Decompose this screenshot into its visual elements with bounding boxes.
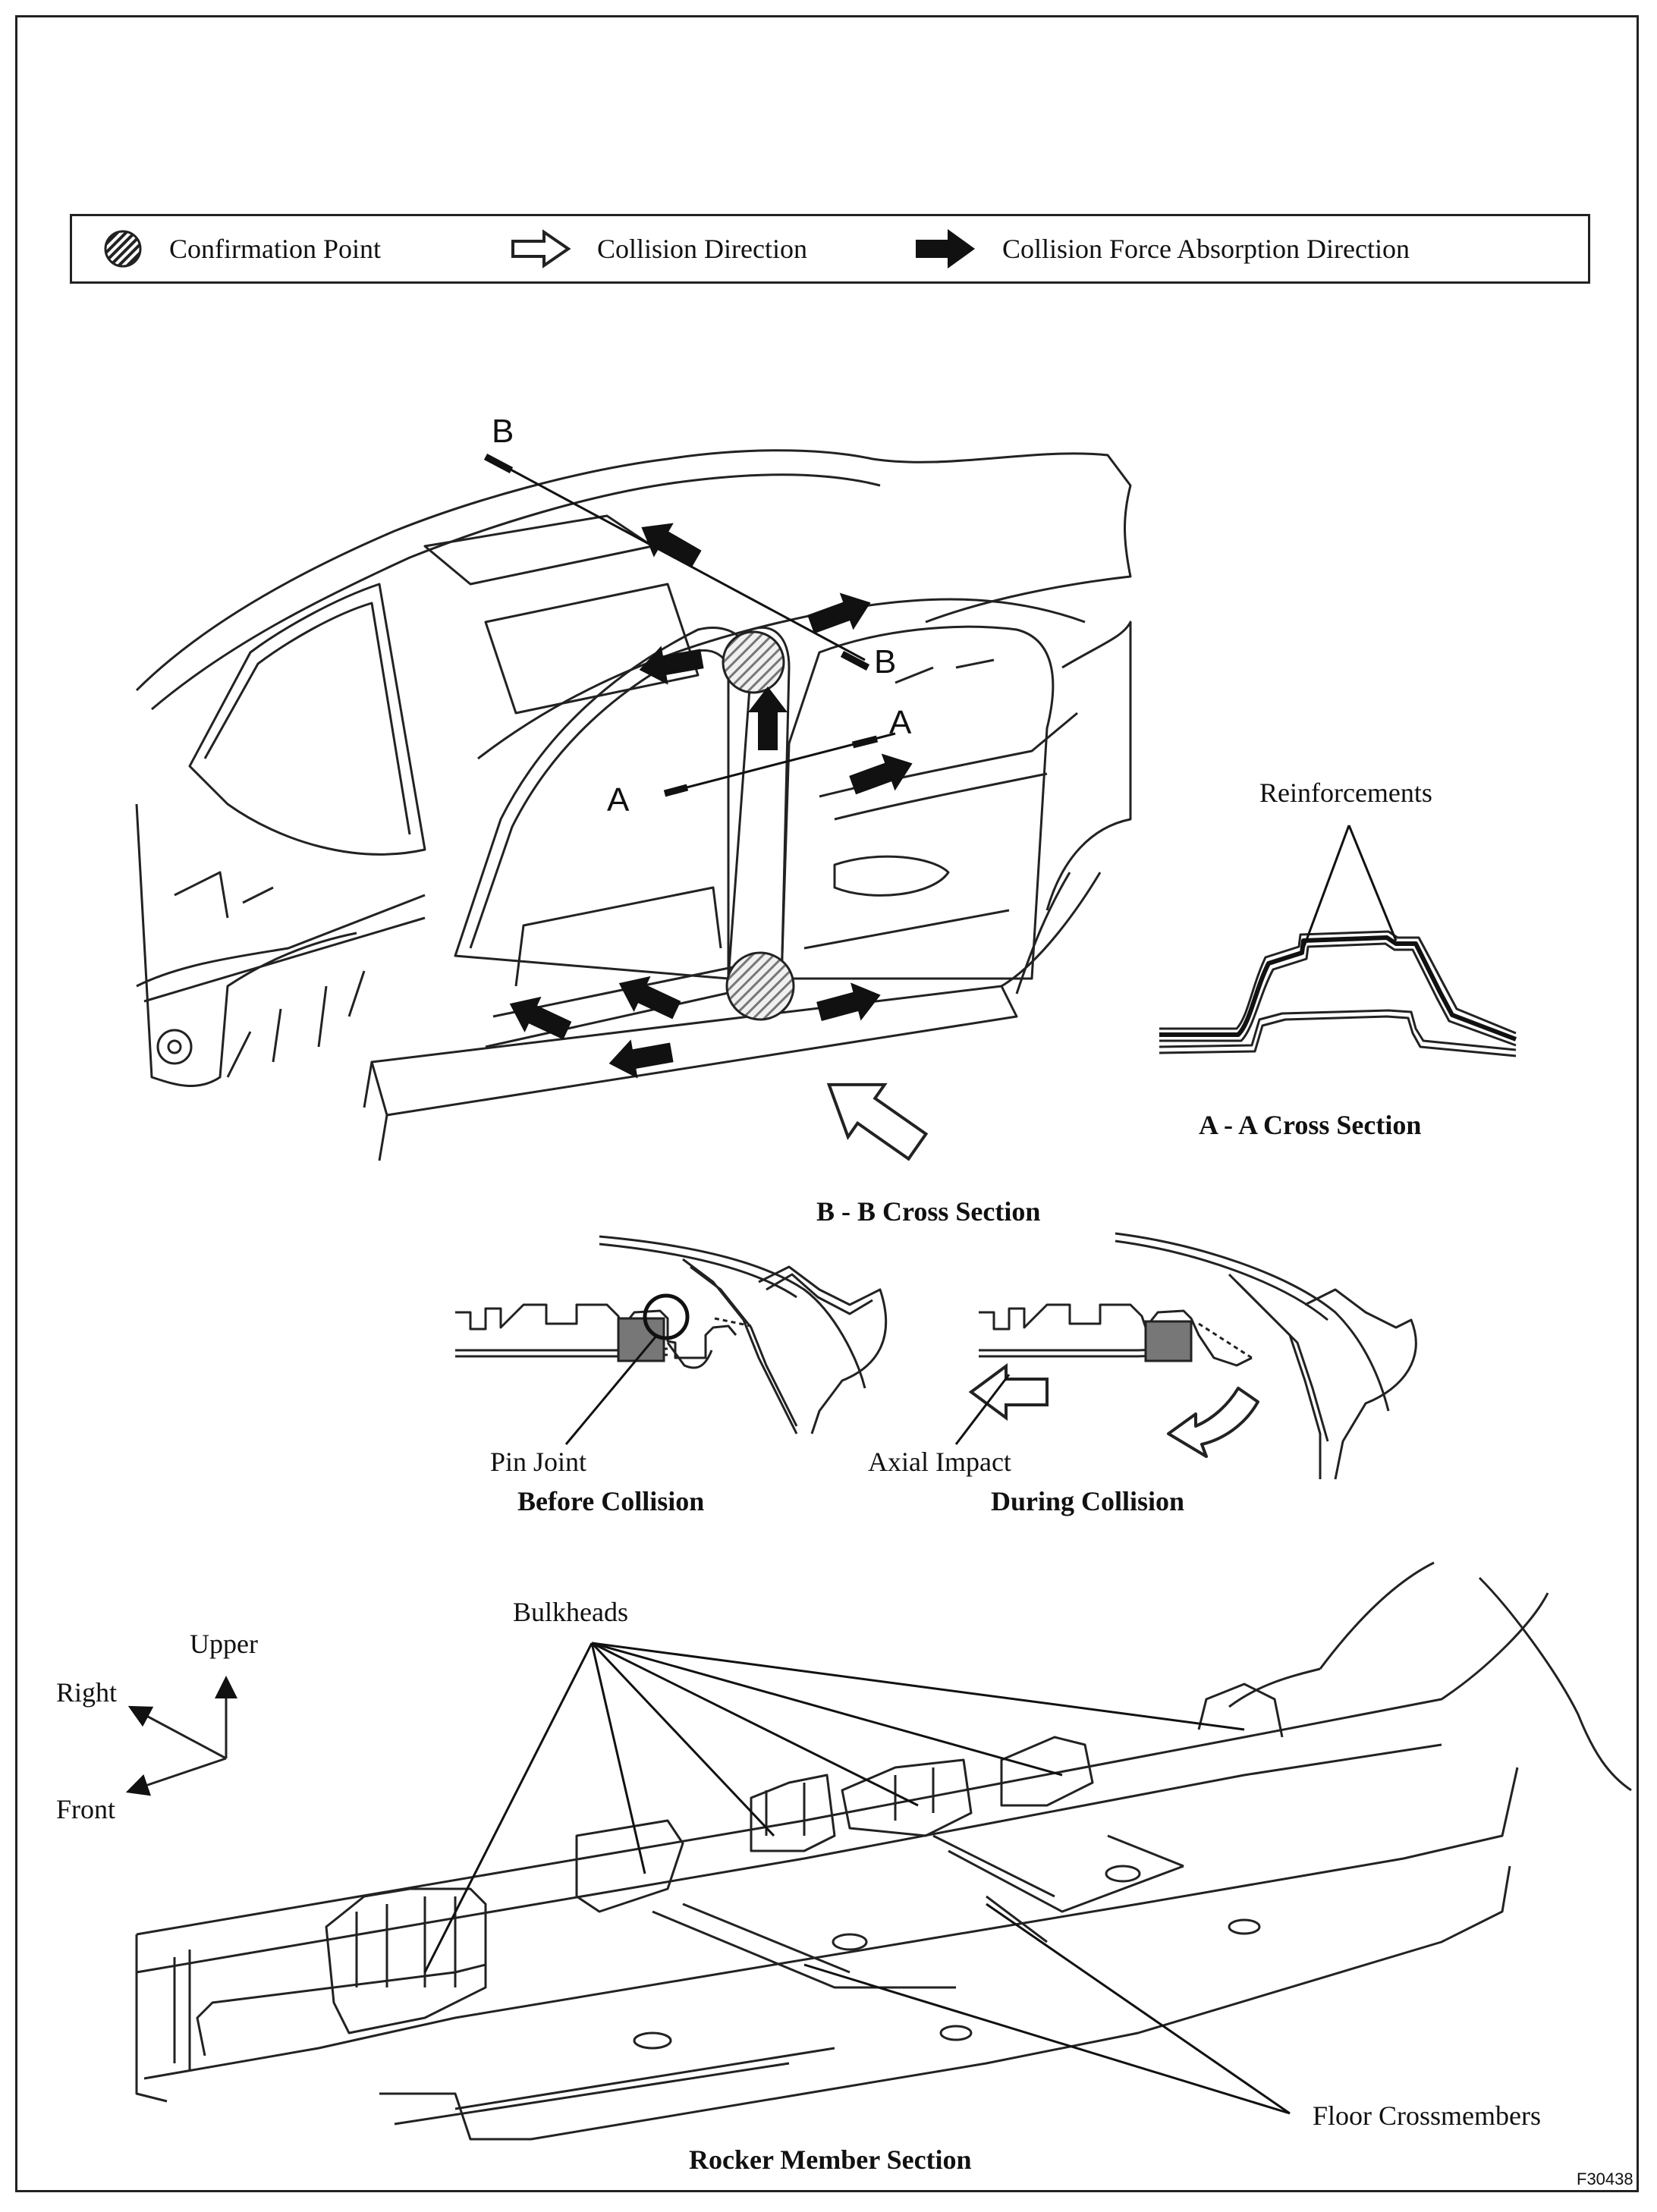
force-arrow (509, 996, 572, 1040)
section-mark-b-top: B (492, 413, 514, 450)
legend-box: Confirmation Point Collision Direction C… (70, 214, 1590, 284)
solid-arrow-icon (916, 229, 975, 269)
axis-front-label: Front (56, 1794, 116, 1824)
pin-joint-block-during (1144, 1320, 1193, 1362)
force-arrow (639, 646, 704, 685)
page-frame (15, 15, 1639, 2192)
force-arrow (849, 753, 913, 795)
axial-impact-arrow (968, 1363, 1049, 1421)
section-mark-a-left: A (607, 781, 630, 819)
rocker-member-view (135, 1561, 1632, 2141)
aa-cross-section (1159, 825, 1517, 1057)
force-arrow (807, 592, 871, 634)
force-arrow (816, 982, 881, 1021)
force-absorption-arrows (509, 523, 913, 1079)
hollow-arrow-icon (511, 229, 571, 269)
force-arrow (748, 687, 788, 750)
rotation-arrow (1167, 1387, 1259, 1458)
legend-absorption-direction: Collision Force Absorption Direction (914, 216, 1410, 281)
force-arrow (618, 976, 681, 1020)
rocker-section-title: Rocker Member Section (689, 2144, 972, 2175)
bb-before-collision (455, 1235, 888, 1434)
confirmation-point-upper (722, 630, 785, 694)
legend-collision-label: Collision Direction (597, 234, 807, 264)
force-arrow (641, 523, 702, 568)
axis-indicator (125, 1676, 237, 1796)
before-collision-title: Before Collision (517, 1486, 705, 1516)
axis-upper-label: Upper (190, 1629, 258, 1659)
bb-section-title: B - B Cross Section (816, 1196, 1041, 1227)
axial-impact-label: Axial Impact (868, 1447, 1011, 1477)
section-mark-a-right: A (889, 704, 912, 741)
during-collision-title: During Collision (991, 1486, 1185, 1516)
axial-impact-leader (954, 1374, 1011, 1445)
section-mark-b-right: B (874, 643, 897, 680)
car-body-view (135, 449, 1132, 1161)
collision-direction-arrow (826, 1082, 929, 1161)
bb-during-collision (979, 1232, 1417, 1480)
legend-absorption-label: Collision Force Absorption Direction (1002, 234, 1410, 264)
hatched-circle-icon (104, 230, 142, 268)
section-line-a (663, 732, 896, 797)
legend-confirmation-label: Confirmation Point (169, 234, 381, 264)
figure-id: F30438 (1577, 2170, 1633, 2188)
floor-crossmembers-label: Floor Crossmembers (1313, 2100, 1541, 2131)
confirmation-point-lower (725, 951, 795, 1021)
reinforcements-label: Reinforcements (1259, 778, 1432, 808)
axis-right-label: Right (56, 1677, 118, 1708)
bulkheads-leaders (423, 1642, 1245, 1973)
force-arrow (608, 1039, 674, 1079)
pin-joint-circle (643, 1293, 690, 1340)
section-line-b (483, 454, 870, 671)
bulkheads-label: Bulkheads (513, 1597, 628, 1627)
pin-joint-leader (564, 1334, 659, 1445)
legend-confirmation-point: Confirmation Point (102, 216, 381, 281)
aa-section-title: A - A Cross Section (1199, 1110, 1422, 1140)
pin-joint-label: Pin Joint (490, 1447, 587, 1477)
crossmembers-leaders (803, 1903, 1291, 2115)
legend-collision-direction: Collision Direction (511, 216, 807, 281)
